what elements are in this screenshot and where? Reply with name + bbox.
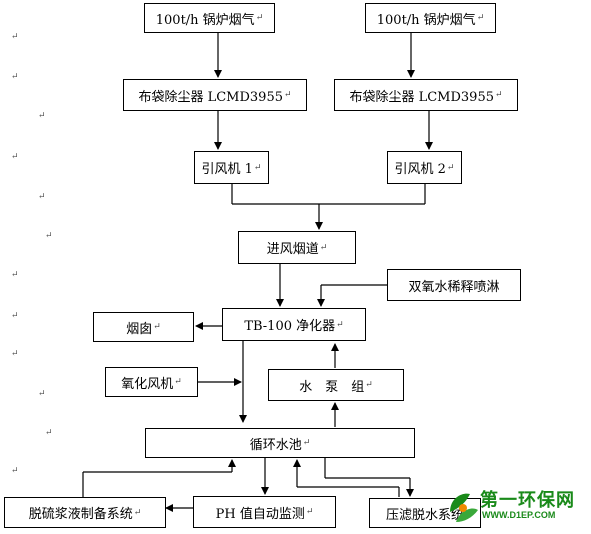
node-label: PH 值自动监测	[215, 506, 305, 522]
paragraph-mark: ↵	[153, 322, 161, 332]
boiler-flue-gas-right: 100t/h 锅炉烟气↵	[365, 3, 496, 33]
node-label: 脱硫浆液制备系统	[28, 507, 133, 522]
peroxide-dilution-spray: 双氧水稀释喷淋	[387, 269, 521, 301]
d1ep-logo: 第一环保网 WWW.D1EP.COM	[446, 486, 586, 530]
induced-fan-2: 引风机 2↵	[387, 151, 462, 184]
node-label: 100t/h 锅炉烟气	[376, 12, 476, 28]
boiler-flue-gas-left: 100t/h 锅炉烟气↵	[144, 3, 275, 33]
water-pump-group: 水 泵 组↵	[268, 369, 404, 401]
paragraph-mark: ↵	[11, 311, 19, 321]
paragraph-mark: ↵	[319, 242, 328, 253]
paragraph-mark: ↵	[45, 428, 53, 438]
paragraph-mark: ↵	[365, 380, 373, 390]
paragraph-mark: ↵	[133, 507, 142, 518]
paragraph-mark: ↵	[11, 72, 19, 82]
logo-url: WWW.D1EP.COM	[482, 510, 556, 520]
paragraph-mark: ↵	[255, 13, 264, 23]
paragraph-mark: ↵	[494, 90, 503, 100]
chimney: 烟囱↵	[93, 312, 194, 342]
desulfurization-slurry-system: 脱硫浆液制备系统↵	[4, 497, 166, 528]
paragraph-mark: ↵	[446, 162, 455, 173]
paragraph-mark: ↵	[336, 319, 344, 330]
paragraph-mark: ↵	[38, 389, 46, 399]
bag-filter-right: 布袋除尘器 LCMD3955↵	[334, 79, 518, 111]
node-label: 循环水池	[249, 437, 302, 453]
logo-name: 第一环保网	[480, 490, 575, 511]
node-label: 引风机 2	[394, 162, 446, 177]
node-label: 100t/h 锅炉烟气	[155, 12, 255, 28]
circulation-water-pool: 循环水池↵	[145, 428, 415, 458]
paragraph-mark: ↵	[11, 32, 19, 42]
node-label: 压滤脱水系统	[385, 507, 464, 523]
leaf-logo-icon	[450, 493, 478, 522]
node-label: TB-100 净化器	[244, 319, 336, 334]
paragraph-mark: ↵	[305, 507, 314, 517]
node-label: 布袋除尘器 LCMD3955	[349, 89, 494, 105]
paragraph-mark: ↵	[38, 192, 46, 202]
paragraph-mark: ↵	[11, 152, 19, 162]
ph-auto-monitor: PH 值自动监测↵	[193, 496, 336, 528]
paragraph-mark: ↵	[174, 377, 182, 387]
node-label: 烟囱	[126, 321, 153, 337]
node-label: 布袋除尘器 LCMD3955	[138, 89, 283, 105]
paragraph-mark: ↵	[476, 13, 485, 23]
paragraph-mark: ↵	[11, 349, 19, 359]
paragraph-mark: ↵	[302, 438, 311, 448]
bag-filter-left: 布袋除尘器 LCMD3955↵	[123, 79, 307, 111]
paragraph-mark: ↵	[283, 90, 292, 100]
paragraph-mark: ↵	[253, 162, 262, 173]
induced-fan-1: 引风机 1↵	[194, 151, 269, 184]
node-label: 双氧水稀释喷淋	[408, 279, 500, 295]
node-label: 进风烟道	[266, 242, 319, 257]
paragraph-mark: ↵	[11, 466, 19, 476]
node-label: 水 泵 组	[299, 379, 365, 395]
oxidation-fan: 氧化风机↵	[105, 367, 198, 397]
paragraph-mark: ↵	[11, 270, 19, 280]
tb100-purifier: TB-100 净化器↵	[222, 308, 366, 341]
paragraph-mark: ↵	[38, 111, 46, 121]
inlet-flue-duct: 进风烟道↵	[238, 231, 356, 264]
paragraph-mark: ↵	[45, 231, 53, 241]
node-label: 氧化风机	[121, 376, 174, 392]
node-label: 引风机 1	[201, 162, 253, 177]
